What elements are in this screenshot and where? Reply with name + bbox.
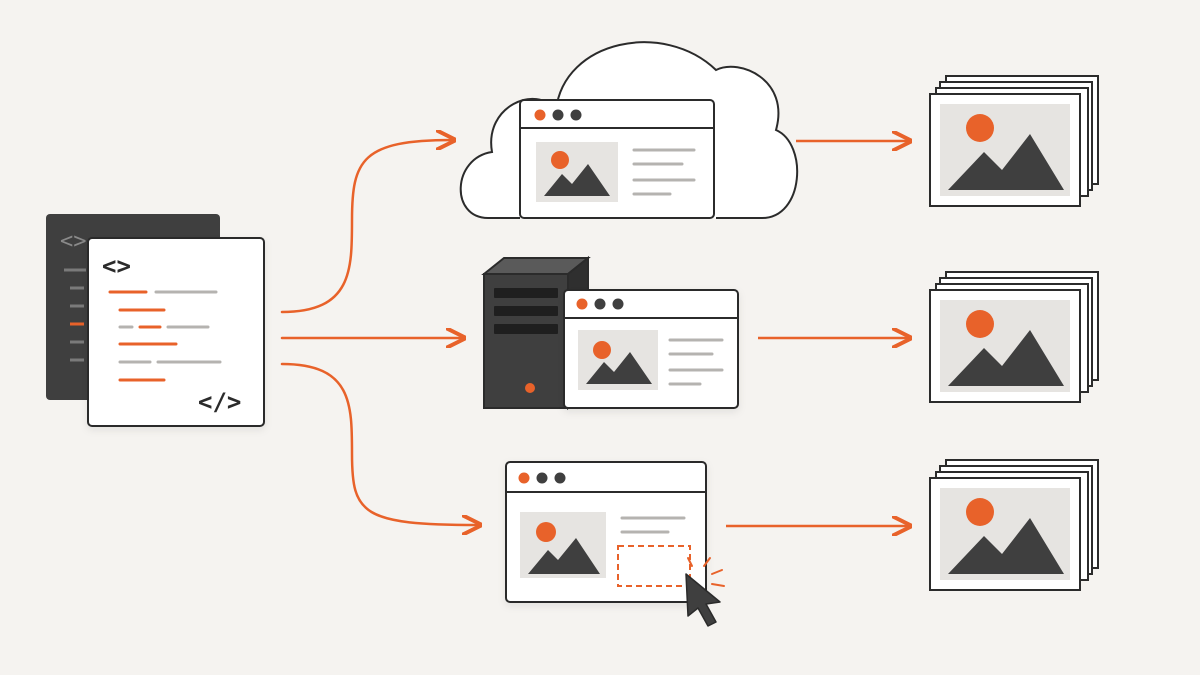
browser-window-cloud <box>519 99 715 219</box>
image-stack-icon <box>929 271 1099 403</box>
window-dot-orange <box>576 298 588 310</box>
image-stack-icon <box>929 459 1099 591</box>
code-document-stack-icon: <> <> </> <box>46 214 265 427</box>
image-placeholder-icon <box>578 330 658 390</box>
image-stack-icon <box>929 75 1099 207</box>
selection-box <box>617 545 691 587</box>
browser-window-server-content <box>564 298 738 390</box>
window-dot <box>536 472 548 484</box>
cursor-icon <box>685 557 725 627</box>
open-tag-glyph: <> <box>102 252 131 280</box>
code-lines <box>108 290 222 382</box>
window-dot <box>570 109 582 121</box>
window-dot <box>552 109 564 121</box>
close-tag-glyph: </> <box>198 388 241 416</box>
browser-window-interactive-content <box>506 472 706 587</box>
image-placeholder-icon <box>536 142 618 202</box>
window-dot <box>594 298 606 310</box>
text-lines <box>620 516 686 534</box>
arrow-to-interactive <box>280 362 478 525</box>
window-dot-orange <box>534 109 546 121</box>
server-tower-icon <box>481 255 591 411</box>
window-dot <box>612 298 624 310</box>
text-lines <box>668 338 724 386</box>
text-lines <box>632 148 696 196</box>
output-stacks <box>929 75 1099 591</box>
arrow-to-cloud <box>280 140 452 314</box>
image-placeholder-icon <box>520 512 606 578</box>
back-code-glyph: <> <box>60 229 87 254</box>
window-dot <box>554 472 566 484</box>
click-burst <box>687 557 725 587</box>
source-connectors <box>280 140 478 525</box>
window-dot-orange <box>518 472 530 484</box>
